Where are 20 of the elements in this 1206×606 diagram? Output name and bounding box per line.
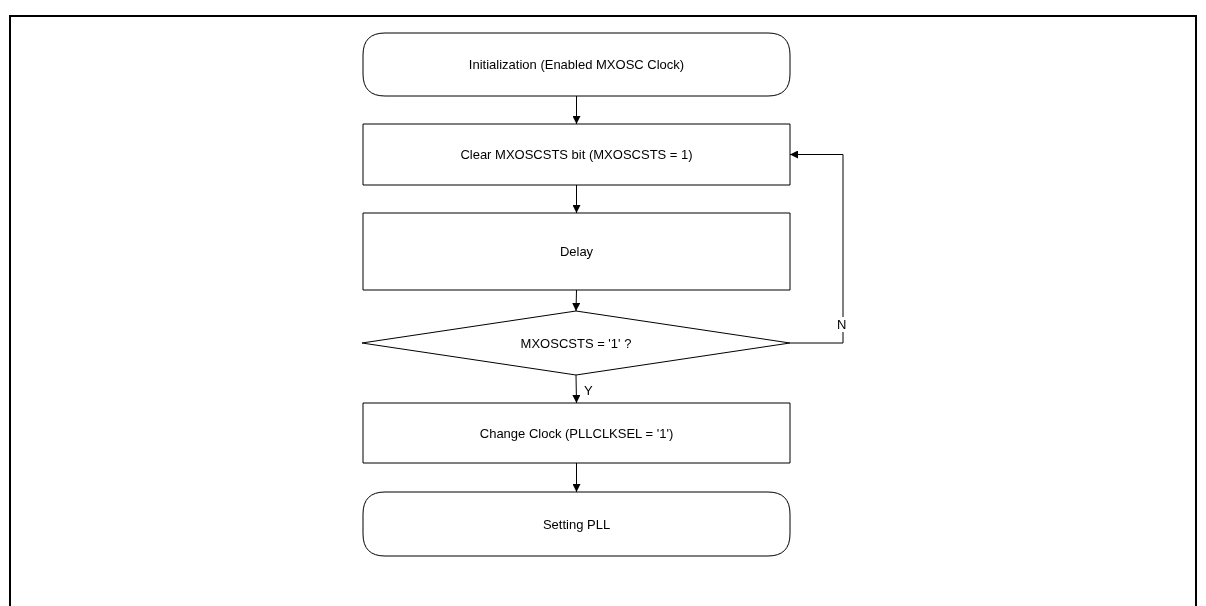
- edge-label: N: [835, 317, 849, 332]
- node-text: Clear MXOSCSTS bit (MXOSCSTS = 1): [460, 146, 693, 163]
- node-text: Setting PLL: [542, 515, 611, 533]
- edge-label: Y: [582, 383, 595, 398]
- terminal-box: [362, 491, 791, 557]
- arrow: [789, 150, 844, 344]
- terminal-box: [362, 32, 791, 97]
- arrow: [572, 462, 581, 493]
- process-box: [362, 402, 791, 464]
- process-box: [362, 123, 791, 186]
- node-text: Change Clock (PLLCLKSEL = '1'): [479, 424, 674, 442]
- node-text: Initialization (Enabled MXOSC Clock): [468, 56, 685, 73]
- node-text: MXOSCSTS = '1' ?: [520, 334, 632, 352]
- process-box: [362, 212, 791, 291]
- arrow: [572, 95, 581, 125]
- node-text: Delay: [559, 243, 594, 260]
- arrow: [572, 374, 581, 404]
- arrow: [572, 289, 581, 312]
- arrow: [572, 184, 581, 214]
- decision-diamond: [361, 310, 791, 376]
